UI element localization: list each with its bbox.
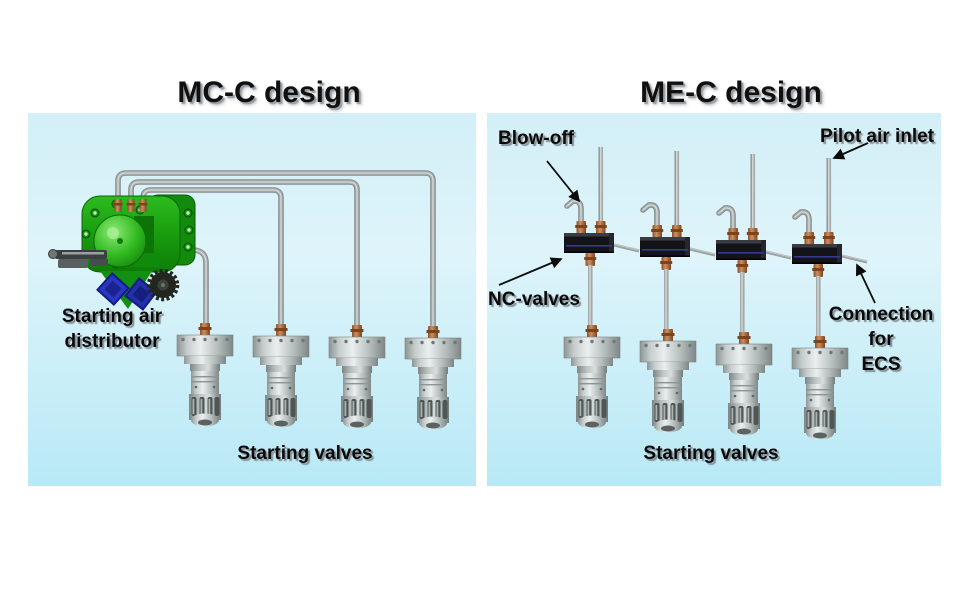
blow-off-label: Blow-off — [498, 128, 574, 149]
starting-air-distributor-graphic — [48, 194, 196, 311]
starting-valve — [404, 325, 462, 430]
nc-valve-assembly — [792, 158, 867, 440]
left-panel-title: MC-C design — [177, 76, 361, 109]
starting-valves-label: Starting valves — [237, 443, 373, 464]
blue-solenoid-left — [96, 272, 130, 306]
nc-valve-assembly — [716, 154, 791, 436]
nc-valves-label: NC-valves — [488, 289, 580, 310]
mcc-machinery-graphic — [48, 113, 462, 430]
nc-valve-assembly — [640, 151, 715, 433]
nc-valves-arrow — [498, 257, 563, 286]
starting-air-distributor-label: Starting air distributor — [61, 306, 163, 352]
mec-design-panel: Blow-off Pilot air inlet NC-valves Conne… — [487, 113, 941, 486]
connection-for-ecs-label: Connection for ECS — [828, 304, 934, 375]
starting-valves-label: Starting valves — [643, 443, 779, 464]
mec-machinery-graphic — [498, 142, 876, 486]
right-panel-title: ME-C design — [640, 76, 822, 109]
connection-ecs-arrow — [855, 263, 876, 304]
side-bracket — [48, 249, 108, 268]
mcc-design-panel: Starting air distributor Starting valves — [28, 113, 476, 486]
starting-valve — [176, 322, 234, 427]
starting-valve — [328, 324, 386, 429]
drive-gear — [146, 268, 180, 302]
pilot-air-inlet-arrow — [832, 142, 869, 160]
starting-valve — [252, 323, 310, 428]
pipe-fittings — [113, 199, 148, 212]
pilot-air-inlet-label: Pilot air inlet — [819, 126, 935, 147]
blow-off-arrow — [546, 160, 581, 203]
